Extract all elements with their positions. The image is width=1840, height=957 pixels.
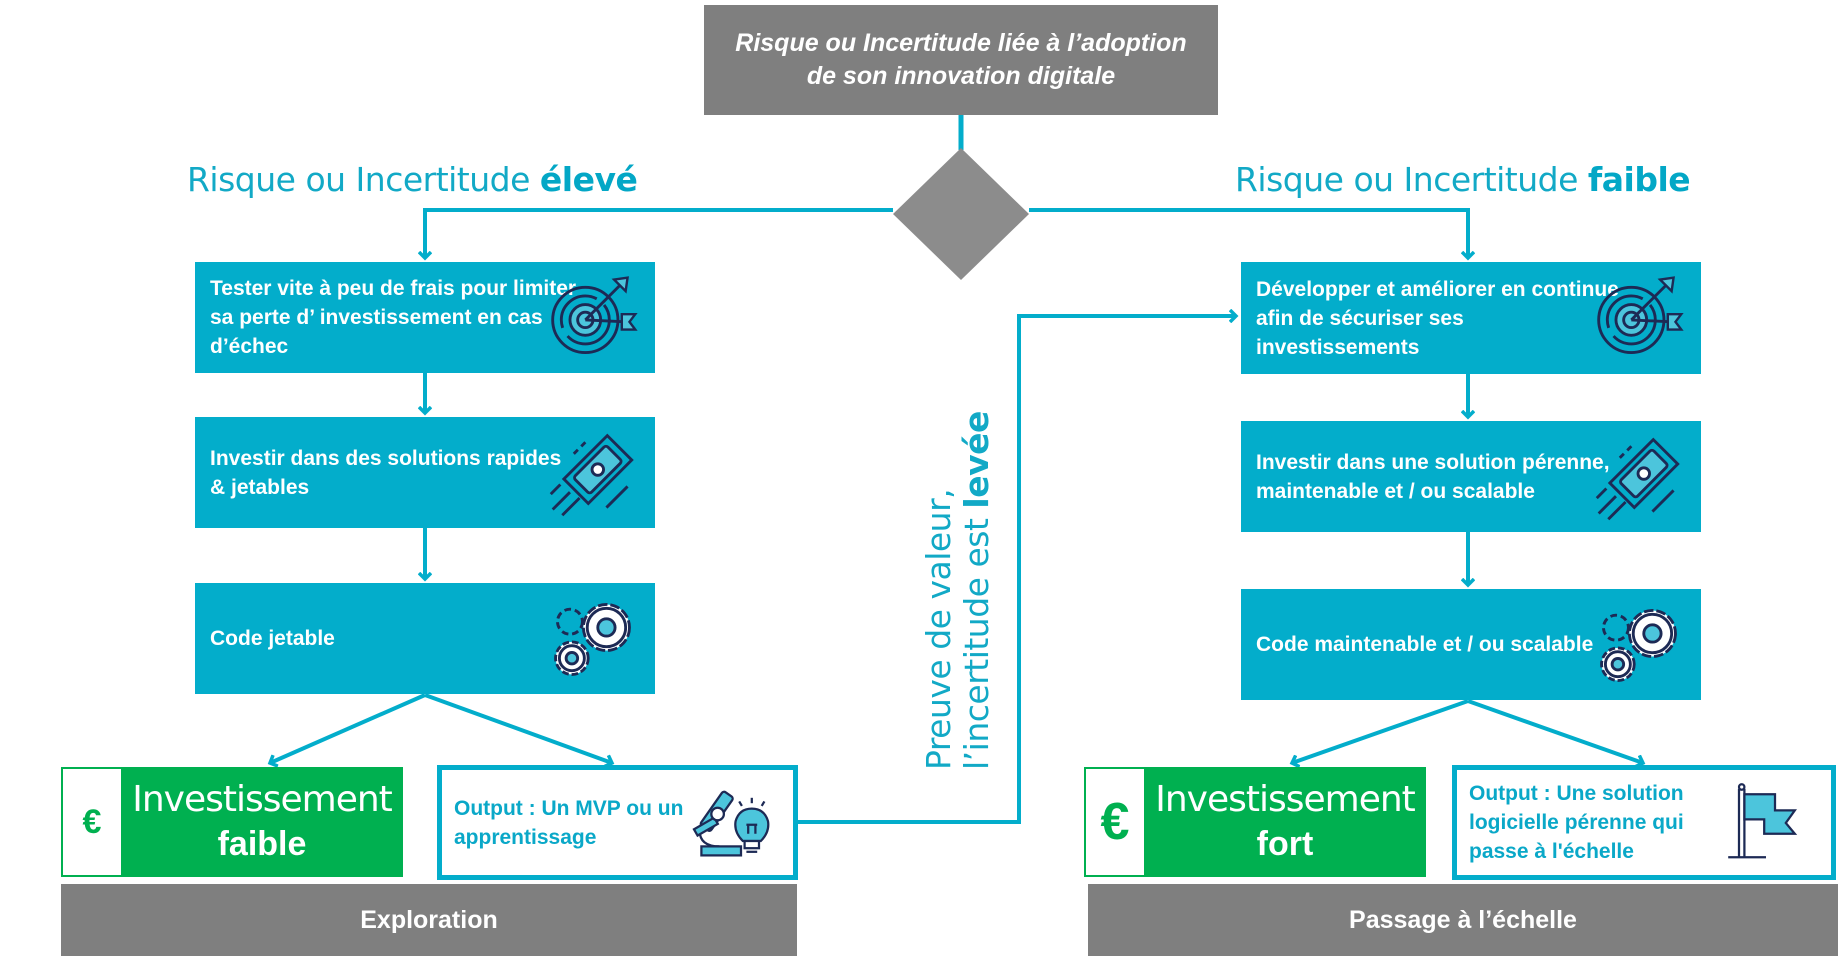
connector-right-to-output	[1467, 699, 1643, 763]
top-question-text: Risque ou Incertitude liée à l’adoption …	[735, 29, 1187, 90]
branch-label-low-regular: Risque ou Incertitude	[1235, 160, 1588, 199]
phase-bar-exploration: Exploration	[61, 884, 797, 956]
left-step-invest-disposable: Investir dans des solutions rapides & je…	[195, 417, 655, 528]
right-step-2-text: Investir dans une solution pérenne, main…	[1256, 450, 1610, 503]
connector-proof-of-value-loop	[798, 316, 1236, 824]
connector-right-to-investment	[1292, 699, 1469, 763]
left-investment-level: faible	[217, 825, 307, 863]
branch-label-high-bold: élevé	[539, 160, 638, 199]
left-step-disposable-code: Code jetable	[195, 583, 655, 694]
flag-icon	[1728, 782, 1798, 858]
transition-label: Preuve de valeur, l’incertitude est levé…	[898, 380, 1018, 770]
connector-left-to-investment	[270, 693, 426, 763]
left-investment-euro-tab: €	[61, 767, 123, 877]
right-investment-level: fort	[1256, 825, 1314, 863]
microscope-lightbulb-icon	[692, 790, 770, 857]
right-step-invest-sustainable: Investir dans une solution pérenne, main…	[1241, 421, 1701, 532]
target-icon	[1597, 276, 1684, 354]
decision-diamond	[893, 148, 1029, 280]
right-output-box: Output : Une solution logicielle pérenne…	[1452, 765, 1836, 880]
phase-bar-scaling: Passage à l’échelle	[1088, 884, 1838, 956]
flying-money-icon	[1595, 437, 1680, 520]
left-investment-line1: Investissement	[132, 779, 393, 820]
branch-label-high-risk: Risque ou Incertitude élevé	[187, 160, 638, 199]
right-output-text: Output : Une solution logicielle pérenne…	[1469, 782, 1684, 863]
phase-label-exploration: Exploration	[360, 905, 498, 934]
right-step-maintainable-code: Code maintenable et / ou scalable	[1241, 589, 1701, 700]
gears-icon	[1600, 608, 1677, 682]
euro-icon: €	[82, 802, 102, 841]
right-step-develop-improve: Développer et améliorer en continue afin…	[1241, 262, 1701, 374]
left-step-1-text: Tester vite à peu de frais pour limiter …	[210, 277, 577, 358]
gears-icon	[554, 602, 631, 676]
left-step-2-text: Investir dans des solutions rapides & je…	[210, 446, 562, 499]
euro-icon: €	[1100, 793, 1130, 851]
branch-label-low-bold: faible	[1587, 160, 1691, 199]
right-investment-euro-tab: €	[1084, 767, 1146, 877]
right-investment-line1: Investissement	[1155, 779, 1416, 820]
target-icon	[551, 275, 638, 354]
left-investment-box: Investissement faible	[121, 767, 403, 877]
left-step-test-fast: Tester vite à peu de frais pour limiter …	[195, 262, 655, 373]
left-output-box: Output : Un MVP ou un apprentissage	[437, 765, 798, 880]
top-question-box: Risque ou Incertitude liée à l’adoption …	[704, 5, 1218, 115]
left-output-text: Output : Un MVP ou un apprentissage	[454, 796, 684, 849]
transition-line1: Preuve de valeur,	[919, 488, 958, 770]
branch-label-high-regular: Risque ou Incertitude	[187, 160, 540, 199]
right-step-1-text: Développer et améliorer en continue afin…	[1256, 277, 1619, 359]
left-step-3-text: Code jetable	[210, 627, 335, 650]
right-investment-box: Investissement fort	[1144, 767, 1426, 877]
transition-line2-bold: levée	[957, 411, 996, 509]
right-step-3-text: Code maintenable et / ou scalable	[1256, 633, 1594, 656]
transition-line2-regular: l’incertitude est	[957, 508, 996, 770]
phase-label-scaling: Passage à l’échelle	[1349, 905, 1577, 934]
connector-left-to-output	[424, 693, 612, 763]
connector-right-branch	[1029, 208, 1468, 258]
connector-left-branch	[425, 208, 893, 258]
branch-label-low-risk: Risque ou Incertitude faible	[1235, 160, 1691, 199]
flying-money-icon	[549, 433, 634, 516]
